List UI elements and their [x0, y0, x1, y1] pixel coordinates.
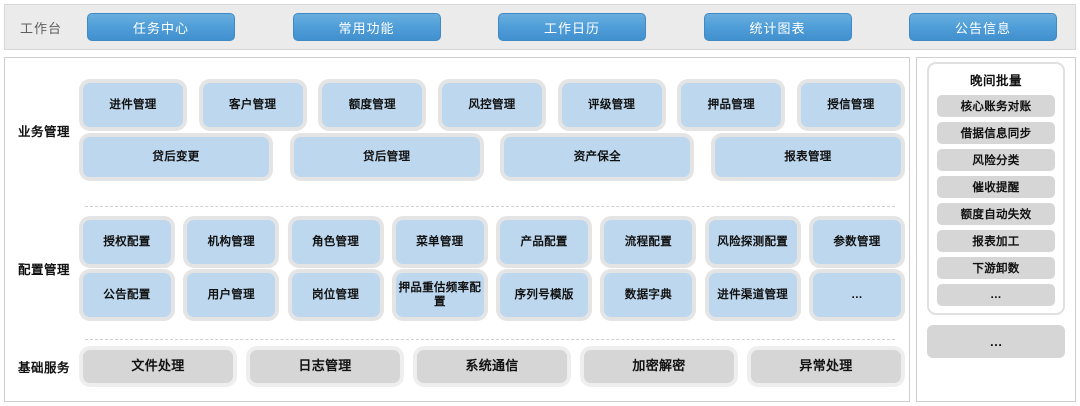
section-basic-services: 基础服务 文件处理 日志管理 系统通信 加密解密 异常处理 — [5, 335, 909, 397]
section-divider-1 — [85, 206, 895, 207]
tile-system-communication[interactable]: 系统通信 — [417, 349, 567, 383]
tile-log-management[interactable]: 日志管理 — [250, 349, 400, 383]
tile-credit-granting-management[interactable]: 授信管理 — [800, 83, 901, 127]
tile-organization-management[interactable]: 机构管理 — [187, 220, 276, 264]
batch-item-risk-classification[interactable]: 风险分类 — [937, 149, 1055, 171]
business-row-1: 进件管理 客户管理 额度管理 风控管理 评级管理 押品管理 授信管理 — [83, 83, 901, 127]
tile-menu-management[interactable]: 菜单管理 — [395, 220, 484, 264]
tile-post-loan-management[interactable]: 贷后管理 — [293, 137, 480, 177]
section-divider-2 — [85, 339, 895, 340]
nightly-batch-panel: 晚间批量 核心账务对账 借据信息同步 风险分类 催收提醒 额度自动失效 报表加工… — [916, 57, 1076, 402]
workbench-label: 工作台 — [19, 20, 62, 36]
tab-announcements[interactable]: 公告信息 — [909, 13, 1057, 41]
tile-serial-number-template[interactable]: 序列号模版 — [500, 273, 589, 317]
tile-report-management[interactable]: 报表管理 — [714, 137, 901, 177]
module-map-panel: 业务管理 进件管理 客户管理 额度管理 风控管理 评级管理 押品管理 授信管理 … — [4, 57, 910, 402]
tile-rating-management[interactable]: 评级管理 — [561, 83, 662, 127]
tile-data-dictionary[interactable]: 数据字典 — [604, 273, 693, 317]
configuration-row-1: 授权配置 机构管理 角色管理 菜单管理 产品配置 流程配置 风险探测配置 参数管… — [83, 220, 901, 264]
tab-task-center[interactable]: 任务中心 — [87, 13, 235, 41]
tile-asset-preservation[interactable]: 资产保全 — [504, 137, 691, 177]
basic-services-row-1: 文件处理 日志管理 系统通信 加密解密 异常处理 — [83, 349, 901, 383]
tab-statistics-chart[interactable]: 统计图表 — [703, 13, 852, 41]
batch-item-auto-limit-expiry[interactable]: 额度自动失效 — [937, 203, 1055, 225]
tile-announcement-config[interactable]: 公告配置 — [83, 273, 171, 317]
business-row-2: 贷后变更 贷后管理 资产保全 报表管理 — [83, 137, 901, 177]
tile-risk-control-management[interactable]: 风控管理 — [441, 83, 542, 127]
tile-file-processing[interactable]: 文件处理 — [83, 349, 233, 383]
tile-customer-management[interactable]: 客户管理 — [202, 83, 303, 127]
tile-post-loan-change[interactable]: 贷后变更 — [83, 137, 269, 177]
section-label-configuration: 配置管理 — [17, 263, 70, 277]
tile-collateral-revaluation-frequency-config[interactable]: 押品重估频率配置 — [395, 273, 484, 317]
section-configuration-management: 配置管理 授权配置 机构管理 角色管理 菜单管理 产品配置 流程配置 风险探测配… — [5, 202, 909, 335]
nightly-batch-title: 晚间批量 — [969, 74, 1022, 88]
tile-product-config[interactable]: 产品配置 — [500, 220, 589, 264]
tile-user-management[interactable]: 用户管理 — [187, 273, 276, 317]
section-label-business: 业务管理 — [17, 124, 70, 139]
tile-parameter-management[interactable]: 参数管理 — [812, 220, 901, 264]
tile-application-management[interactable]: 进件管理 — [83, 83, 183, 127]
batch-item-report-processing[interactable]: 报表加工 — [937, 230, 1055, 252]
basic-services-rows: 文件处理 日志管理 系统通信 加密解密 异常处理 — [83, 349, 909, 383]
section-label-basic-services: 基础服务 — [17, 360, 70, 375]
tile-position-management[interactable]: 岗位管理 — [291, 273, 380, 317]
tile-exception-handling[interactable]: 异常处理 — [751, 349, 901, 383]
configuration-rows: 授权配置 机构管理 角色管理 菜单管理 产品配置 流程配置 风险探测配置 参数管… — [83, 220, 909, 317]
nightly-batch-box: 晚间批量 核心账务对账 借据信息同步 风险分类 催收提醒 额度自动失效 报表加工… — [927, 62, 1065, 315]
tile-application-channel-management[interactable]: 进件渠道管理 — [708, 273, 797, 317]
tile-risk-detection-config[interactable]: 风险探测配置 — [708, 220, 797, 264]
tile-configuration-more[interactable]: … — [812, 273, 901, 317]
tile-role-management[interactable]: 角色管理 — [291, 220, 380, 264]
tab-common-functions[interactable]: 常用功能 — [292, 13, 441, 41]
tile-collateral-management[interactable]: 押品管理 — [681, 83, 782, 127]
top-toolbar: 工作台 任务中心 常用功能 工作日历 统计图表 公告信息 — [4, 4, 1076, 50]
batch-item-core-accounting-reconciliation[interactable]: 核心账务对账 — [937, 95, 1055, 117]
batch-item-more[interactable]: … — [937, 284, 1055, 306]
top-tab-list: 任务中心 常用功能 工作日历 统计图表 公告信息 — [77, 13, 1075, 41]
tile-credit-limit-management[interactable]: 额度管理 — [322, 83, 423, 127]
batch-item-loan-document-sync[interactable]: 借据信息同步 — [937, 122, 1055, 144]
batch-item-collection-reminder[interactable]: 催收提醒 — [937, 176, 1055, 198]
tab-work-calendar[interactable]: 工作日历 — [498, 13, 646, 41]
right-panel-more-button[interactable]: … — [927, 325, 1065, 358]
tile-process-config[interactable]: 流程配置 — [604, 220, 693, 264]
business-rows: 进件管理 客户管理 额度管理 风控管理 评级管理 押品管理 授信管理 贷后变更 … — [83, 83, 909, 177]
batch-item-downstream-data-unload[interactable]: 下游卸数 — [937, 257, 1055, 279]
configuration-row-2: 公告配置 用户管理 岗位管理 押品重估频率配置 序列号模版 数据字典 进件渠道管… — [83, 273, 901, 317]
tile-encryption-decryption[interactable]: 加密解密 — [584, 349, 734, 383]
tile-authorization-config[interactable]: 授权配置 — [83, 220, 171, 264]
section-business-management: 业务管理 进件管理 客户管理 额度管理 风控管理 评级管理 押品管理 授信管理 … — [5, 58, 909, 202]
